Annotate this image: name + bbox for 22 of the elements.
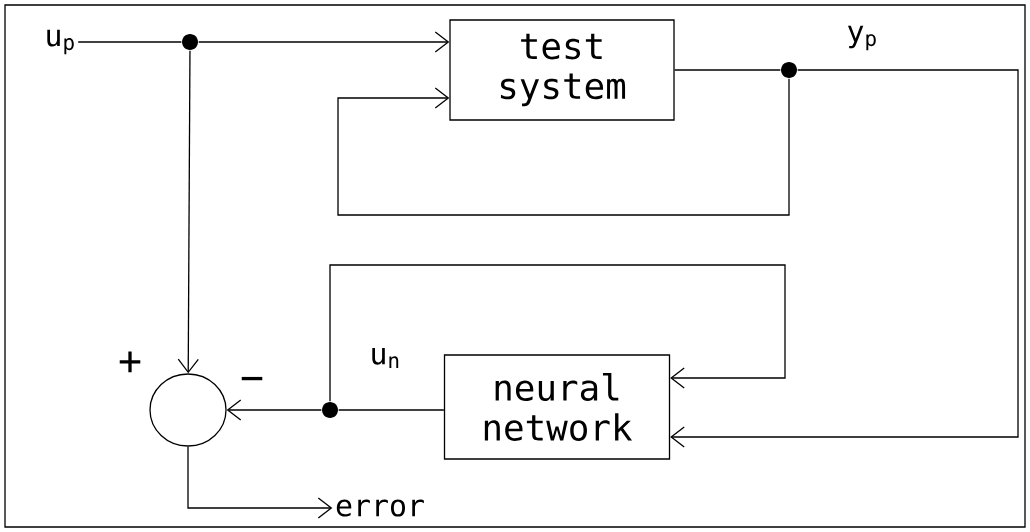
signal-line [77, 41, 182, 43]
sign-label: − [241, 376, 263, 381]
junction-dot [781, 62, 797, 78]
arrow [177, 50, 199, 374]
block-box: neural network [443, 354, 671, 460]
signal-label: u$_{n}$ [372, 348, 399, 368]
junction-dot [182, 34, 198, 50]
signal-line [674, 69, 781, 71]
signal-label: u$_{p}$ [47, 29, 74, 55]
signal-line [338, 409, 445, 411]
arrow [226, 399, 322, 421]
junction-dot [322, 402, 338, 418]
arrow [329, 264, 786, 402]
arrow [187, 446, 333, 519]
block-box: test system [449, 19, 675, 121]
sign-label: + [119, 351, 141, 373]
summing-junction [149, 373, 227, 447]
arrow [198, 31, 450, 53]
output-label: error [336, 499, 424, 517]
arrow [670, 69, 1019, 448]
arrow [337, 78, 790, 216]
signal-label: y$_{p}$ [847, 25, 876, 51]
